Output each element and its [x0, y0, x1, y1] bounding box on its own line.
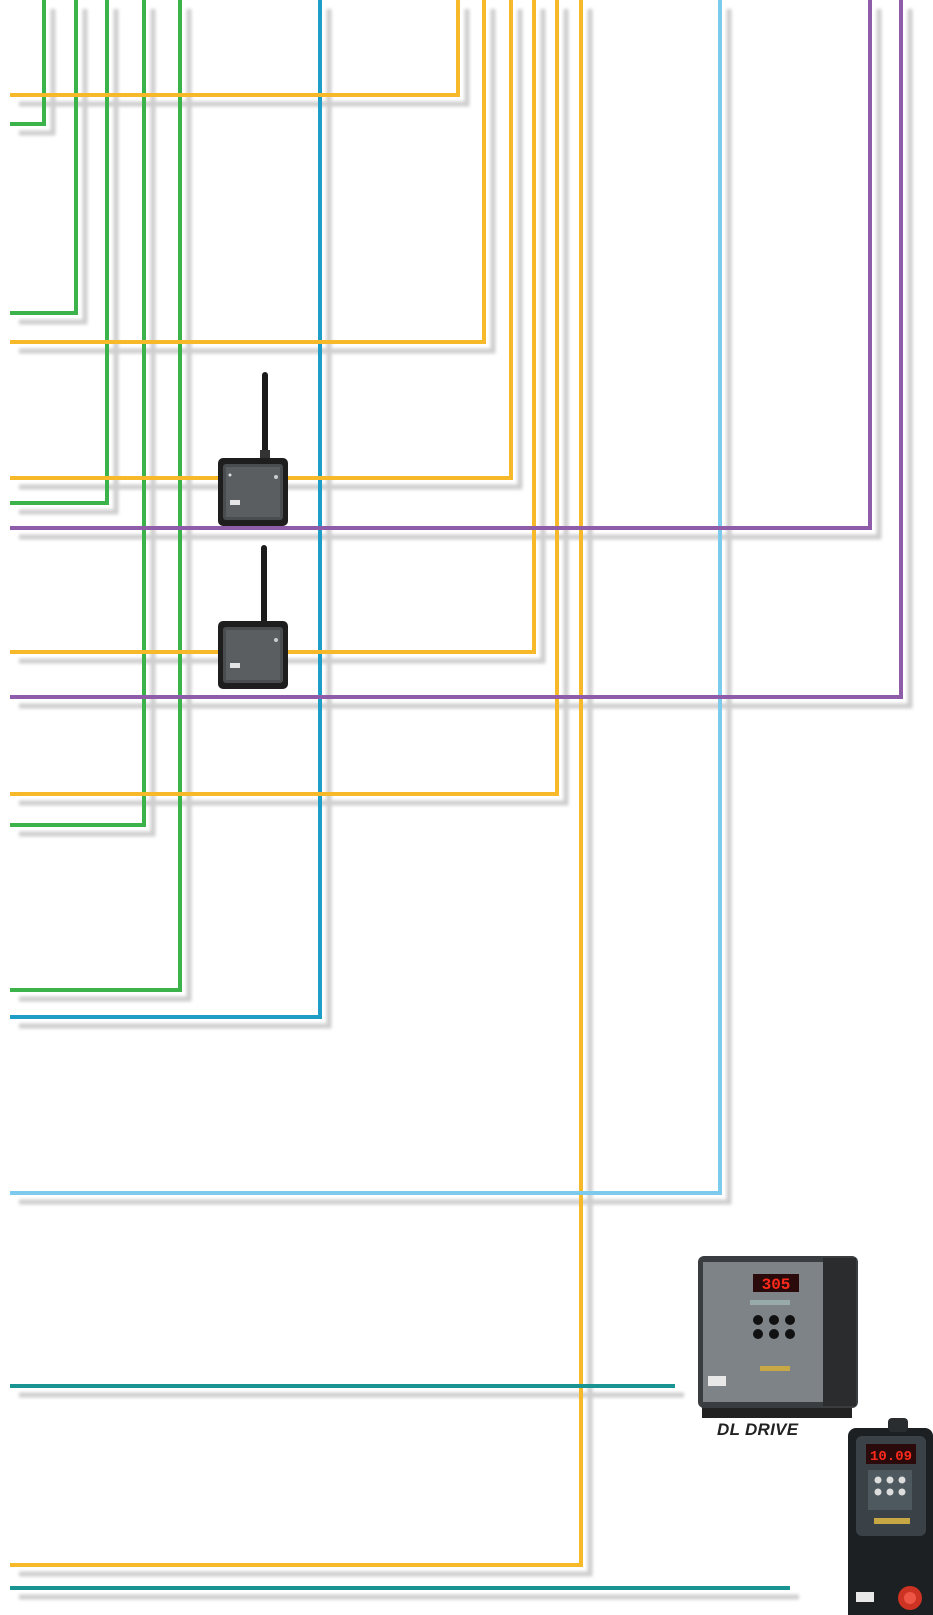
wireless-transmitter-icon [218, 458, 288, 526]
wireless-transmitter-icon [218, 621, 288, 689]
wire-shadow [19, 9, 882, 540]
wire-orange [10, 0, 559, 796]
wire-shadows [19, 9, 913, 1600]
drive-display: 10.09 [870, 1449, 912, 1465]
antenna-icon [259, 545, 269, 633]
wire-orange [10, 0, 583, 1567]
wire-shadow [19, 9, 569, 806]
wire-shadow [19, 9, 192, 1002]
wire-orange [10, 0, 486, 344]
wire-shadow [19, 9, 913, 709]
wire-shadow [19, 9, 332, 1029]
wire-shadow [19, 9, 546, 664]
wire-shadow [19, 9, 156, 837]
dl-drive-controller: 305 [698, 1256, 858, 1418]
wire-orange [10, 0, 513, 480]
wire-purple [10, 0, 872, 530]
dl-drive-label: DL DRIVE [717, 1420, 799, 1439]
drive-unit-icon: 10.09 [848, 1418, 933, 1615]
wireless-transmitter-1 [218, 372, 288, 526]
wire-purple [10, 0, 903, 699]
wire-shadow [19, 9, 593, 1577]
wire-shadow [19, 9, 523, 490]
wire-shadow [19, 9, 496, 354]
wire-shadow [19, 9, 119, 515]
wire-orange [10, 0, 460, 97]
wire-shadow [19, 9, 88, 325]
wire-green [10, 0, 78, 315]
wire-blue [10, 0, 322, 1019]
wire-green [10, 0, 46, 126]
wire-green [10, 0, 146, 827]
wire-orange [10, 0, 536, 654]
wireless-transmitter-2 [218, 545, 288, 689]
wire-shadow [19, 9, 56, 136]
wire-green [10, 0, 182, 992]
wires [10, 0, 903, 1590]
controller-unit-icon: 305 [698, 1256, 858, 1418]
wire-shadow [19, 9, 732, 1205]
wire-green [10, 0, 109, 505]
wire-shadow [19, 9, 470, 107]
drive-unit: 10.09 [848, 1418, 933, 1615]
wire-light-blue [10, 0, 722, 1195]
controller-display: 305 [762, 1276, 791, 1294]
antenna-icon [260, 372, 270, 462]
